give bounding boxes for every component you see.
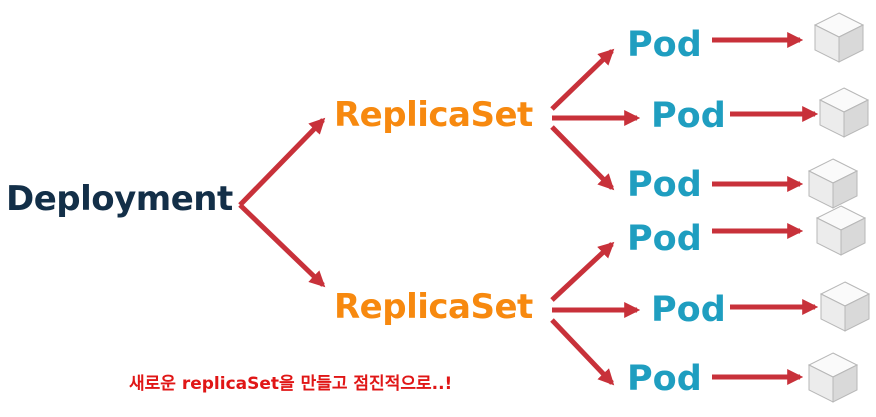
pod-label: Pod xyxy=(627,359,702,399)
pod-label: Pod xyxy=(651,96,726,136)
cube-icon xyxy=(807,352,859,403)
cube-icon xyxy=(807,158,859,209)
rollout-note: 새로운 replicaSet을 만들고 점진적으로..! xyxy=(129,374,453,394)
arrow-deployment-to-replicaset-1 xyxy=(238,117,326,207)
pod-label: Pod xyxy=(627,219,702,259)
arrow-rs1-to-pod-3 xyxy=(550,125,615,191)
replicaset-label-2: ReplicaSet xyxy=(334,287,533,327)
arrow-deployment-to-replicaset-2 xyxy=(238,203,326,288)
cube-icon xyxy=(815,205,867,256)
pod-label: Pod xyxy=(627,165,702,205)
cube-icon xyxy=(818,87,870,138)
arrow-rs1-to-pod-1 xyxy=(550,48,615,111)
deployment-label: Deployment xyxy=(6,179,233,219)
replicaset-label-1: ReplicaSet xyxy=(334,95,533,135)
cube-icon xyxy=(813,12,865,63)
pod-label: Pod xyxy=(651,290,726,330)
arrow-rs2-to-pod-1 xyxy=(550,241,615,302)
pod-label: Pod xyxy=(627,25,702,65)
arrow-rs2-to-pod-3 xyxy=(550,318,615,386)
cube-icon xyxy=(819,281,871,332)
